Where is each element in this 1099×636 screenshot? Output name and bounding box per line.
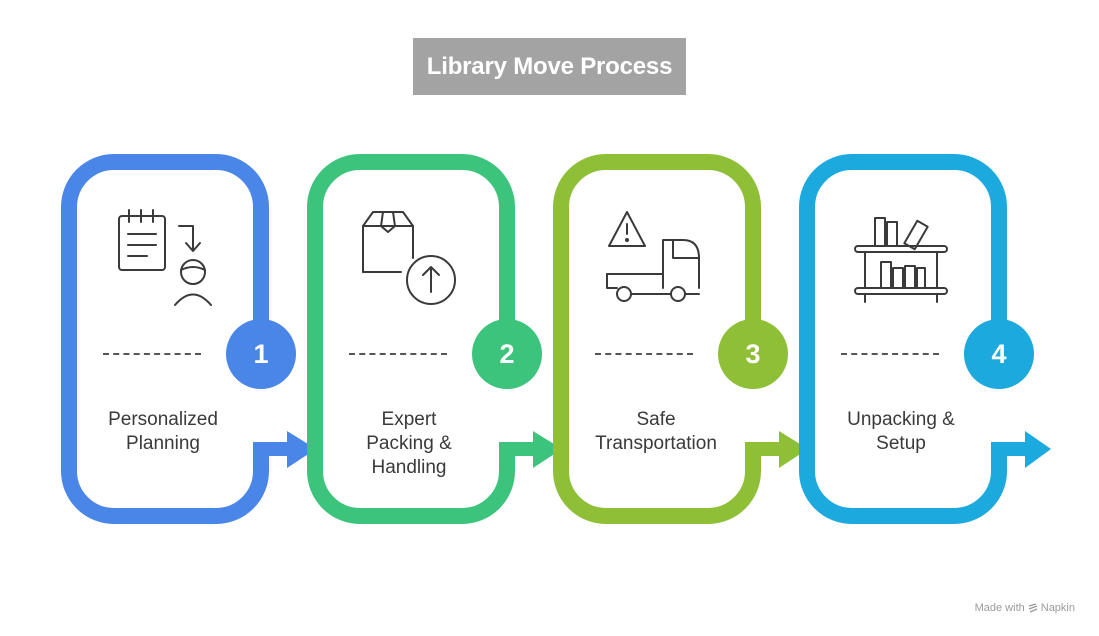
step-4-label: Unpacking & Setup (821, 408, 981, 456)
step-2-number-badge: 2 (472, 319, 542, 389)
step-4-arrow-shaft (991, 442, 1025, 456)
credit-prefix: Made with (974, 602, 1025, 614)
planning-icon (118, 209, 212, 306)
bookshelf-icon (854, 217, 948, 303)
step-2-label-line: Packing & (366, 433, 452, 454)
step-3-label-line: Safe (636, 409, 676, 430)
packing-box-icon (362, 211, 456, 305)
step-4-number-badge: 4 (964, 319, 1034, 389)
step-1-number: 1 (253, 338, 269, 369)
title-box: Library Move Process (413, 38, 686, 95)
step-4-label-line: Unpacking & (847, 409, 955, 430)
step-3-arrow-shaft (745, 442, 779, 456)
step-1-label: Personalized Planning (83, 408, 243, 456)
step-2-frame (307, 154, 562, 524)
step-2-label-line: Handling (371, 457, 447, 478)
step-4: 4 Unpacking & Setup (799, 154, 1051, 524)
step-3: 3 Safe Transportation (553, 154, 808, 524)
step-2: 2 Expert Packing & Handling (307, 154, 562, 524)
step-3-label: Safe Transportation (571, 408, 741, 456)
step-4-arrow-head (1025, 431, 1051, 468)
step-2-number: 2 (499, 338, 515, 369)
diagram-title: Library Move Process (426, 52, 673, 80)
step-3-label-line: Transportation (595, 433, 717, 454)
step-2-divider (349, 353, 447, 355)
credit-brand: Napkin (1040, 602, 1075, 614)
step-2-label: Expert Packing & Handling (329, 408, 489, 480)
step-4-divider (841, 353, 939, 355)
step-4-number: 4 (991, 338, 1007, 369)
napkin-logo-icon (1028, 603, 1038, 613)
step-1-arrow-shaft (253, 442, 287, 456)
step-4-frame (799, 154, 1051, 524)
step-1-frame (61, 154, 316, 524)
step-3-frame (553, 154, 808, 524)
step-1: 1 Personalized Planning (61, 154, 316, 524)
transport-truck-icon (606, 211, 700, 302)
step-3-divider (595, 353, 693, 355)
step-4-label-line: Setup (876, 433, 926, 454)
step-1-number-badge: 1 (226, 319, 296, 389)
step-3-number: 3 (745, 338, 761, 369)
step-1-divider (103, 353, 201, 355)
step-3-arrow-head (779, 431, 808, 468)
step-2-arrow-shaft (499, 442, 533, 456)
credit: Made with Napkin (975, 602, 1075, 614)
step-1-arrow-head (287, 431, 316, 468)
step-1-label-line: Personalized (108, 409, 218, 430)
step-3-number-badge: 3 (718, 319, 788, 389)
step-2-label-line: Expert (381, 409, 437, 430)
step-2-arrow-head (533, 431, 562, 468)
step-1-label-line: Planning (126, 433, 200, 454)
